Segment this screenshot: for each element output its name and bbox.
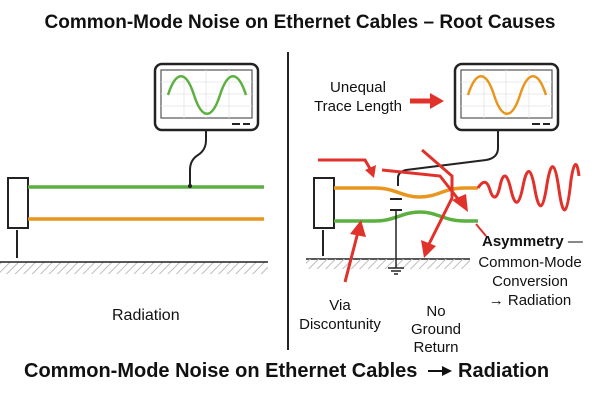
asymmetry-line3: → Radiation <box>488 292 572 309</box>
footer-arrow <box>428 366 452 376</box>
left-probe-cable <box>189 130 207 185</box>
left-connector-block <box>7 177 29 229</box>
via-discontinuity-line1: Via <box>329 297 351 314</box>
ground-symbol <box>388 262 404 275</box>
right-probe-cable <box>397 130 499 186</box>
via-discontinuity-arrow <box>343 220 366 283</box>
left-panel <box>0 62 268 274</box>
left-scope-waveform-green <box>166 75 248 115</box>
right-panel <box>306 62 581 283</box>
no-ground-return-line2: Ground <box>410 321 462 338</box>
via-discontinuity-line2: Discontunity <box>299 316 381 333</box>
asymmetry-line1: Common-Mode <box>478 254 582 271</box>
no-ground-return-line1: No <box>426 303 446 320</box>
unequal-trace-line2: Trace Length <box>314 98 402 115</box>
left-radiation-caption: Radiation <box>112 307 180 324</box>
asymmetry-dash: — <box>567 233 583 250</box>
radiation-wave-red <box>476 163 581 212</box>
asymmetry-pointer <box>475 223 487 237</box>
right-scope-waveform-orange <box>466 75 548 115</box>
page-title: Common-Mode Noise on Ethernet Cables – R… <box>44 12 556 33</box>
right-green-wire <box>334 210 478 223</box>
asymmetry-heading-text: Asymmetry <box>482 233 564 250</box>
right-connector-block <box>313 177 335 229</box>
asymmetry-heading: Asymmetry — <box>482 233 583 250</box>
left-oscilloscope-monitor <box>153 62 260 132</box>
footer-title-right: Radiation <box>458 360 550 382</box>
via-symbol <box>390 198 402 262</box>
unequal-trace-label: Unequal Trace Length <box>310 78 406 116</box>
left-probe-tip <box>188 184 192 188</box>
no-ground-return-label: No Ground Return <box>398 303 474 357</box>
unequal-trace-line1: Unequal <box>330 79 386 96</box>
right-oscilloscope-monitor <box>453 62 560 132</box>
via-discontinuity-label: Via Discontunity <box>292 296 388 334</box>
unequal-trace-arrow <box>410 93 444 109</box>
asymmetry-line2: Conversion <box>492 273 568 290</box>
right-ground-plane <box>306 259 470 269</box>
asymmetry-description: Common-Mode Conversion → Radiation <box>472 253 588 310</box>
footer-title-left: Common-Mode Noise on Ethernet Cables <box>24 360 418 382</box>
trace-length-arrow <box>318 158 468 212</box>
no-ground-return-line3: Return <box>413 339 459 356</box>
left-ground-plane <box>0 262 268 274</box>
no-ground-return-arrow <box>421 148 454 258</box>
